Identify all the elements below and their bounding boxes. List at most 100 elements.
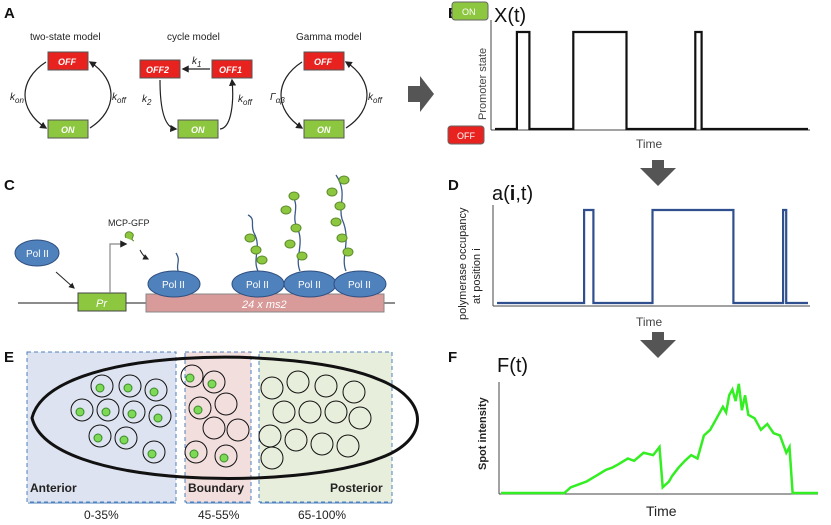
bound-mcp-gfp <box>280 205 292 215</box>
pol-ii-2-label: Pol II <box>246 280 269 291</box>
region-anterior <box>26 351 177 503</box>
gamma-on-box <box>303 119 345 139</box>
d-ylabel-line1: polymerase occupancy <box>457 207 469 320</box>
embryo-outline <box>30 355 419 480</box>
rna-1 <box>175 252 179 272</box>
transcription-spot <box>123 383 133 393</box>
mcp-arrow <box>139 249 150 260</box>
nucleus <box>122 400 146 424</box>
two-state-on-box <box>47 119 89 139</box>
nucleus <box>324 400 348 424</box>
nucleus <box>118 374 142 398</box>
two-state-koff-arrow <box>88 61 112 129</box>
b-promoter-trace <box>495 30 808 131</box>
b-on-badge <box>451 1 489 21</box>
b-title: X(t) <box>494 5 526 27</box>
nucleus <box>142 440 166 464</box>
cycle-off2-label: OFF2 <box>146 65 169 75</box>
b-ylabel: Promoter state <box>477 48 489 120</box>
two-state-off-label: OFF <box>58 57 76 67</box>
transcription-spot <box>101 407 111 417</box>
nucleus <box>180 364 204 388</box>
promoter-label: Pr <box>96 298 108 310</box>
bound-mcp-gfp <box>250 245 262 255</box>
panel-c: C Pol II Pr 24 x ms2 MCP-GFP Pol II Pol … <box>4 174 395 313</box>
two-state-model: two-state model OFF ON kon koff <box>10 32 127 139</box>
nucleus <box>114 426 138 450</box>
pol-ii-4 <box>333 270 387 298</box>
nucleus <box>90 374 114 398</box>
two-state-koff-label: koff <box>112 92 127 105</box>
bound-mcp-gfp <box>338 175 350 185</box>
nucleus <box>298 400 322 424</box>
panel-e: E Anterior Boundary Posterior 0-35% 45-5… <box>4 349 419 522</box>
nucleus <box>70 398 94 422</box>
free-pol-ii-label: Pol II <box>26 249 49 260</box>
transcription-spot <box>93 433 103 443</box>
nucleus <box>310 432 334 456</box>
cycle-k2-arrow <box>159 79 178 133</box>
tss-arrow <box>109 240 128 293</box>
two-state-kon-label: kon <box>10 92 24 105</box>
promoter-box <box>77 292 127 312</box>
cycle-off1-box <box>211 59 253 79</box>
flow-arrow-d-to-f <box>640 332 676 358</box>
nucleus <box>272 400 296 424</box>
transcription-spot <box>207 379 217 389</box>
b-xlabel: Time <box>636 137 663 151</box>
mcp-gfp-label: MCP-GFP <box>108 218 150 228</box>
b-off-badge-label: OFF <box>457 131 475 141</box>
panel-b: B ON OFF X(t) Promoter state Time <box>447 1 810 151</box>
nucleus <box>348 406 372 430</box>
panel-d-letter: D <box>448 177 459 194</box>
cycle-off1-label: OFF1 <box>219 65 242 75</box>
f-xlabel: Time <box>646 503 677 519</box>
transcription-spot <box>189 449 199 459</box>
f-title: F(t) <box>497 355 528 377</box>
cycle-koff-label: koff <box>238 94 253 107</box>
panel-f: F F(t) Spot intensity Time <box>448 349 818 519</box>
nucleus <box>226 418 250 442</box>
b-on-badge-label: ON <box>462 7 476 17</box>
nucleus <box>188 396 212 420</box>
nucleus <box>284 428 308 452</box>
transcription-spot <box>75 407 85 417</box>
pol-ii-4-label: Pol II <box>348 280 371 291</box>
nucleus <box>286 370 310 394</box>
d-occupancy-trace <box>497 208 808 305</box>
transcription-spot <box>185 373 195 383</box>
nucleus <box>144 378 168 402</box>
panel-f-letter: F <box>448 349 457 366</box>
d-ylabel-line2: at position i <box>471 248 483 304</box>
rna-4 <box>335 174 347 272</box>
free-pol-ii <box>14 239 60 267</box>
gamma-on-label: ON <box>317 125 331 135</box>
nucleus <box>214 444 238 468</box>
nucleus <box>314 374 338 398</box>
region-anterior-range: 0-35% <box>84 508 119 522</box>
gamma-off-box <box>303 51 345 71</box>
f-ylabel: Spot intensity <box>477 396 489 470</box>
nucleus <box>202 416 226 440</box>
transcription-spot <box>149 387 159 397</box>
cycle-koff-arrow <box>219 78 237 130</box>
region-posterior-label: Posterior <box>330 481 383 495</box>
bound-mcp-gfp <box>296 251 308 261</box>
transcription-spot <box>153 413 163 423</box>
transcription-spot <box>127 409 137 419</box>
cycle-k1-label: k1 <box>192 56 201 69</box>
free-mcp-gfp <box>124 231 135 242</box>
gamma-koff-arrow <box>344 61 368 129</box>
bound-mcp-gfp <box>336 233 348 243</box>
cycle-k2-label: k2 <box>142 94 152 107</box>
cycle-on-box <box>177 119 219 139</box>
pol-ii-3-label: Pol II <box>298 280 321 291</box>
panel-a: A two-state model OFF ON kon koff cycle … <box>4 5 383 139</box>
bound-mcp-gfp <box>284 239 296 249</box>
flow-arrow-b-to-d <box>640 160 676 186</box>
region-anterior-label: Anterior <box>30 481 77 495</box>
flow-arrow-a-to-b <box>408 76 434 112</box>
bound-mcp-gfp <box>288 191 300 201</box>
bound-mcp-gfp <box>326 187 338 197</box>
pol-ii-1 <box>147 270 201 298</box>
